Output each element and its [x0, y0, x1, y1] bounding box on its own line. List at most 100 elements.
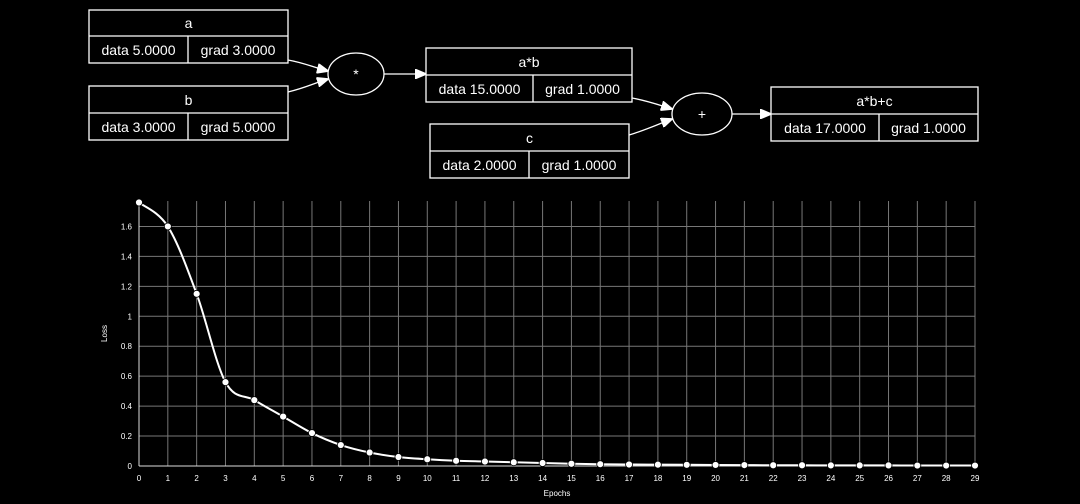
x-tick-label: 25 — [855, 474, 864, 483]
op-add: + — [671, 92, 733, 136]
x-tick-label: 6 — [310, 474, 315, 483]
node-ab-data: data 15.0000 — [439, 81, 521, 97]
loss-point — [711, 461, 720, 469]
x-tick-label: 28 — [942, 474, 951, 483]
chart-axes — [138, 201, 975, 467]
node-b-data: data 3.0000 — [102, 119, 176, 135]
node-c-data: data 2.0000 — [443, 157, 517, 173]
loss-point — [308, 429, 316, 437]
node-abc-label: a*b+c — [856, 93, 892, 109]
loss-point — [798, 461, 806, 470]
y-tick-label: 1 — [128, 312, 133, 321]
loss-point — [336, 441, 345, 449]
x-tick-label: 9 — [396, 474, 401, 483]
x-tick-label: 12 — [480, 474, 489, 483]
x-tick-label: 1 — [166, 474, 171, 483]
x-tick-label: 13 — [509, 474, 518, 483]
x-tick-label: 26 — [884, 474, 893, 483]
node-a-label: a — [185, 15, 193, 31]
loss-point — [135, 198, 143, 207]
node-a-data: data 5.0000 — [102, 42, 176, 58]
x-tick-label: 3 — [223, 474, 228, 483]
loss-point — [913, 461, 922, 470]
loss-point — [884, 461, 893, 470]
y-tick-label: 0 — [128, 462, 133, 471]
loss-point — [942, 461, 951, 470]
x-tick-label: 8 — [367, 474, 372, 483]
loss-point — [365, 448, 374, 457]
x-tick-label: 5 — [281, 474, 286, 483]
node-b: b data 3.0000 grad 5.0000 — [88, 85, 289, 141]
loss-point — [423, 455, 432, 464]
x-tick-label: 22 — [769, 474, 778, 483]
y-tick-label: 0.8 — [121, 342, 133, 351]
node-b-label: b — [185, 92, 193, 108]
loss-point — [567, 459, 576, 468]
loss-point — [740, 461, 749, 470]
edge-a-to-mul — [287, 59, 328, 71]
loss-point — [192, 289, 201, 298]
loss-point — [481, 457, 489, 466]
x-tick-label: 14 — [538, 474, 547, 483]
node-abc-grad: grad 1.0000 — [891, 120, 966, 136]
loss-point — [538, 459, 547, 467]
chart-grid — [138, 201, 976, 467]
y-tick-label: 1.2 — [121, 282, 133, 291]
loss-point — [769, 461, 778, 470]
node-abc: a*b+c data 17.0000 grad 1.0000 — [770, 86, 979, 142]
x-tick-label: 15 — [567, 474, 576, 483]
x-axis-title: Epochs — [544, 489, 571, 498]
x-tick-label: 23 — [798, 474, 807, 483]
x-tick-label: 4 — [252, 474, 257, 483]
x-tick-label: 18 — [653, 474, 662, 483]
loss-point — [509, 458, 518, 467]
computation-graph: a data 5.0000 grad 3.0000 b data 3.0000 … — [88, 9, 979, 179]
y-tick-label: 1.4 — [121, 252, 133, 261]
x-tick-label: 16 — [596, 474, 605, 483]
loss-point — [163, 222, 172, 231]
loss-point — [452, 456, 461, 465]
y-tick-label: 0.4 — [121, 402, 133, 411]
y-tick-label: 1.6 — [121, 222, 133, 231]
loss-point — [596, 460, 605, 469]
x-tick-label: 11 — [452, 474, 461, 483]
node-ab-grad: grad 1.0000 — [545, 81, 620, 97]
edge-b-to-mul — [287, 79, 328, 93]
x-tick-label: 10 — [423, 474, 432, 483]
node-b-grad: grad 5.0000 — [201, 119, 276, 135]
node-ab-label: a*b — [518, 54, 539, 70]
x-tick-label: 27 — [913, 474, 922, 483]
node-c: c data 2.0000 grad 1.0000 — [429, 123, 630, 179]
x-tick-label: 29 — [971, 474, 980, 483]
loss-point — [682, 460, 691, 469]
loss-point — [855, 461, 864, 470]
loss-point — [653, 460, 662, 469]
x-tick-label: 24 — [826, 474, 835, 483]
x-tick-label: 7 — [339, 474, 344, 483]
loss-point — [279, 412, 288, 421]
x-tick-label: 19 — [682, 474, 691, 483]
loss-points — [135, 198, 979, 470]
node-c-grad: grad 1.0000 — [542, 157, 617, 173]
op-add-label: + — [698, 106, 706, 122]
loss-point — [221, 378, 230, 387]
x-tick-label: 0 — [137, 474, 142, 483]
node-a: a data 5.0000 grad 3.0000 — [88, 9, 289, 64]
x-tick-label: 2 — [194, 474, 199, 483]
x-tick-label: 20 — [711, 474, 720, 483]
loss-point — [826, 461, 835, 470]
op-multiply-label: * — [353, 66, 359, 82]
node-ab: a*b data 15.0000 grad 1.0000 — [425, 47, 633, 103]
op-multiply: * — [327, 52, 385, 96]
y-axis-title: Loss — [100, 325, 109, 342]
node-abc-data: data 17.0000 — [784, 120, 866, 136]
loss-point — [250, 396, 259, 405]
node-a-grad: grad 3.0000 — [201, 42, 276, 58]
y-tick-label: 0.2 — [121, 432, 133, 441]
loss-point — [625, 460, 633, 469]
loss-line — [138, 201, 975, 467]
node-c-label: c — [526, 130, 533, 146]
x-tick-label: 17 — [625, 474, 634, 483]
